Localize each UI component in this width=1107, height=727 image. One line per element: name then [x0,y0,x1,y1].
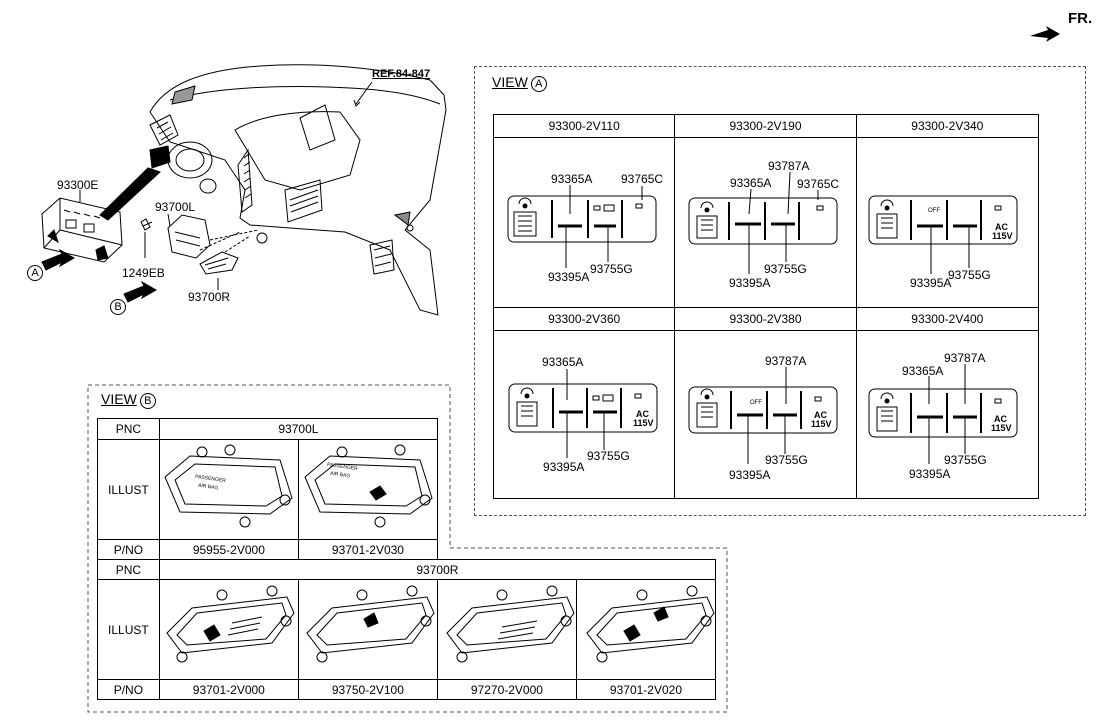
panel-5-off-label: OFF [750,400,762,406]
view-b-right-part-4: 93701-2V020 [575,679,717,700]
panel-5-ac-label: AC [814,410,827,420]
view-a-header-4: 93300-2V360 [492,307,676,331]
panel-3-volt-label: 115V [992,231,1013,241]
panel-4-ac-label: AC [636,409,649,419]
view-a-frame [474,66,1086,516]
switch-panel-2 [688,197,838,245]
c1-93755g: 93755G [590,262,633,276]
c6-93755g: 93755G [944,453,987,467]
switch-panel-3 [868,195,1018,245]
c2-93365a: 93365A [730,176,772,190]
view-b-marker: B [107,297,126,315]
c3-93395a: 93395A [910,276,952,290]
view-b-right-part-1: 93701-2V000 [158,679,299,700]
c4-93365a: 93365A [542,355,584,369]
c5-93395a: 93395A [729,468,771,482]
panel-5-volt-label: 115V [811,419,832,429]
panel-3-off-label: OFF [928,208,940,214]
c4-93755g: 93755G [587,449,630,463]
c2-93765c: 93765C [797,177,840,191]
view-a-header-1: 93300-2V110 [492,114,676,138]
part-label-93700r: 93700R [188,290,231,304]
switch-panel-6 [868,388,1018,438]
view-b-left-part-2: 93701-2V030 [297,539,439,560]
view-b-right-part-2: 93750-2V100 [297,679,438,700]
view-a-marker: A [24,263,43,281]
c5-93755g: 93755G [765,453,808,467]
view-b-pno-label-2: P/NO [97,679,160,700]
c5-93787a: 93787A [765,354,807,368]
view-b-left-part-1: 95955-2V000 [158,539,299,560]
part-label-93700l: 93700L [155,200,196,214]
switch-panel-5 [688,386,838,434]
view-a-header-6: 93300-2V400 [855,307,1040,331]
view-b-left-table: PNC 93700L ILLUST P/NO 95955-2V000 93701… [97,418,439,560]
part-label-93300e: 93300E [57,178,99,192]
view-b-illust-label-2: ILLUST [97,579,160,680]
view-b-pnc-label-2: PNC [97,559,160,580]
c3-93755g: 93755G [948,268,991,282]
switch-panel-4 [508,383,658,433]
front-label: FR. [1068,10,1093,27]
c1-93765c: 93765C [621,172,664,186]
panel-6-volt-label: 115V [991,423,1012,433]
c6-93787a: 93787A [944,351,986,365]
c2-93755g: 93755G [764,262,807,276]
dashboard-illustration [41,64,447,316]
c1-93365a: 93365A [551,172,593,186]
ref-label: REF.84-847 [372,68,431,80]
c4-93395a: 93395A [543,460,585,474]
view-a-table: 93300-2V110 93300-2V190 93300-2V340 9330… [492,114,1040,499]
part-label-1249eb: 1249EB [122,266,165,280]
c2-93395a: 93395A [729,276,771,290]
c2-93787a: 93787A [768,159,810,173]
c6-93365a: 93365A [902,364,944,378]
panel-3-ac-label: AC [995,222,1008,232]
c6-93395a: 93395A [909,467,951,481]
view-b-right-table: PNC 93700R ILLUST P/NO 93701-2V000 93750… [97,559,717,700]
view-b-pno-label-1: P/NO [97,539,160,560]
panel-4-volt-label: 115V [633,418,654,428]
c1-93395a: 93395A [548,270,590,284]
panel-6-ac-label: AC [994,414,1007,424]
switch-panel-1 [507,195,657,243]
view-a-header-2: 93300-2V190 [674,114,857,138]
front-arrow-icon [1030,26,1060,42]
view-b-right-part-3: 97270-2V000 [436,679,577,700]
